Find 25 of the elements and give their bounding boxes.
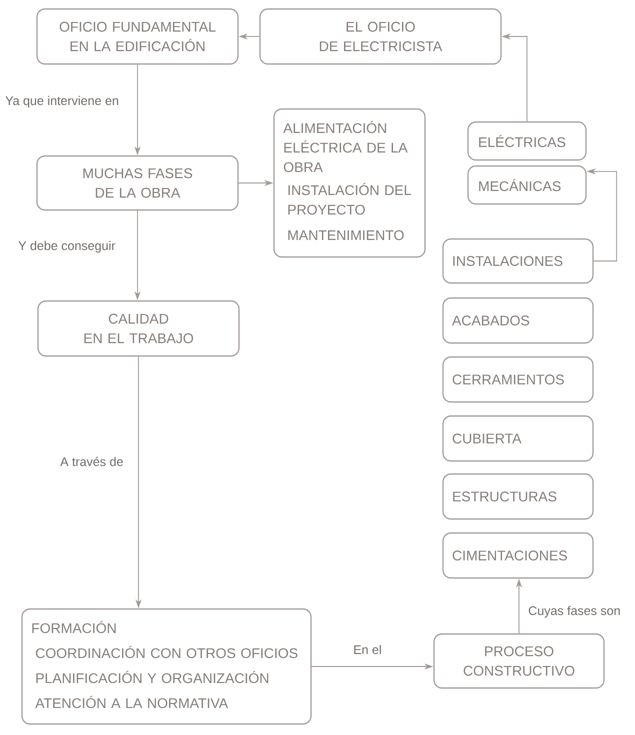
list-item: INSTALACIÓN DEL PROYECTO [288,182,411,215]
edge-label: Ya que interviene en [5,96,118,108]
list-item: ATENCIÓN A LA NORMATIVA [35,696,228,708]
list-item: ALIMENTACIÓN ELÉCTRICA DE LA OBRA [283,120,408,172]
edge-label: Y debe conseguir [18,240,116,253]
concept-box: MUCHAS FASES DE LA OBRA [36,155,239,211]
list-item: PLANIFICACIÓN Y ORGANIZACIÓN [36,670,268,684]
edge-label: Cuyas fases son [528,606,620,618]
concept-box: CALIDAD EN EL TRABAJO [37,300,240,357]
category-box: CERRAMIENTOS [442,356,594,403]
category-box: MECÁNICAS [467,165,587,205]
concept-box: OFICIO FUNDAMENTAL EN LA EDIFICACIÓN [36,8,239,65]
list-item: FORMACIÓN [32,620,116,634]
category-box: INSTALACIONES [442,238,594,284]
category-box: ESTRUCTURAS [442,473,594,520]
list-item: MANTENIMIENTO [288,230,404,240]
category-box: ELÉCTRICAS [467,121,587,161]
category-box: CIMENTACIONES [442,532,594,579]
category-box: CUBIERTA [442,415,594,462]
edge-label: En el [354,644,381,654]
concept-box: PROCESO CONSTRUCTIVO [433,633,605,689]
category-box: ACABADOS [442,297,594,344]
list-item: COORDINACIÓN CON OTROS OFICIOS [36,646,298,658]
edge-label: A través de [60,456,123,466]
concept-box: EL OFICIO DE ELECTRICISTA [259,8,502,65]
